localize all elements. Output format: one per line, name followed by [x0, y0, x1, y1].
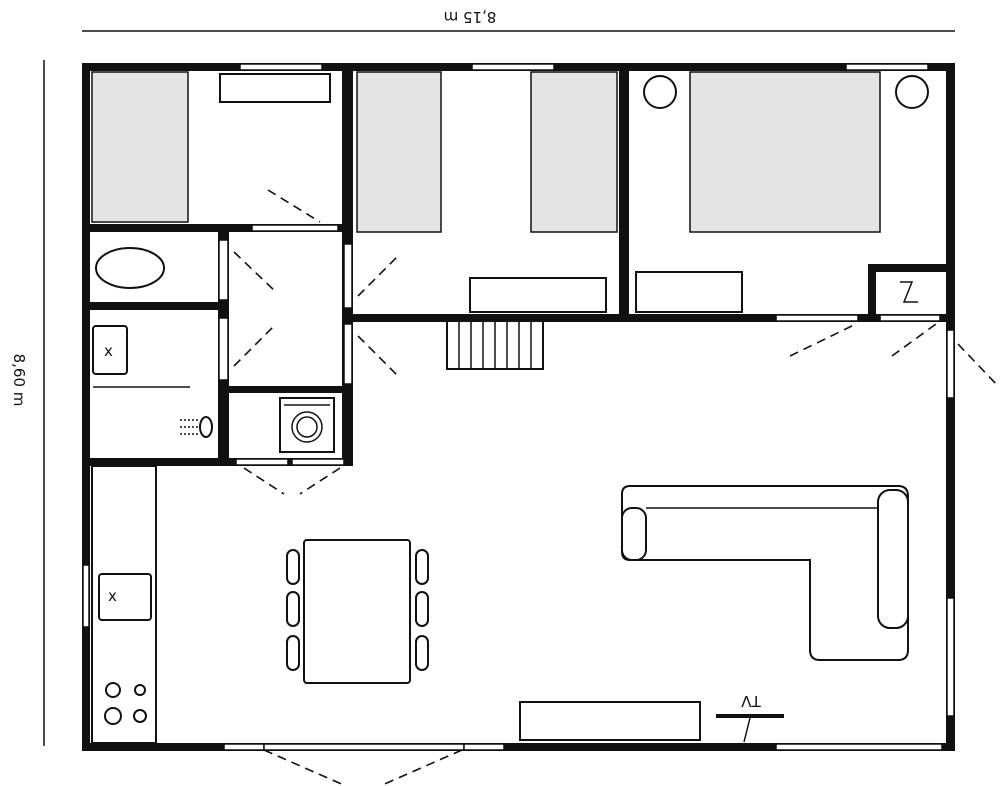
corner-sofa [621, 485, 909, 661]
kitchen-sink [98, 573, 152, 621]
shower-head-icon [199, 416, 213, 438]
dining-chair [415, 635, 429, 671]
nightstand-lamp [643, 75, 677, 109]
wardrobe [219, 73, 331, 103]
height-dimension-label: 8,60 m [10, 354, 28, 407]
bathroom: x [92, 325, 213, 438]
toilet-icon [95, 247, 165, 289]
dining-chair [286, 635, 300, 671]
dining-chair [286, 549, 300, 585]
laundry [279, 397, 335, 453]
electrical-panel [900, 281, 918, 303]
sink-mark: x [104, 342, 113, 360]
single-bed [356, 71, 442, 233]
dining-table [303, 539, 411, 684]
kitchen: x [91, 465, 157, 744]
width-dimension-label: 8,15 m [444, 8, 497, 26]
dining-chair [415, 591, 429, 627]
bedroom-1 [91, 71, 331, 223]
windows [82, 63, 955, 751]
stove-burner-icon [105, 682, 121, 698]
double-bed [689, 71, 881, 233]
stairs [446, 320, 544, 370]
wardrobe [635, 271, 743, 313]
kitchen-sink-mark: x [108, 587, 117, 605]
washing-machine-icon [279, 397, 335, 453]
nightstand-lamp [895, 75, 929, 109]
door-swings [233, 189, 999, 786]
washbasin [92, 325, 128, 375]
wardrobe [469, 277, 607, 313]
single-bed [530, 71, 618, 233]
master-bedroom [635, 71, 929, 313]
stove-burner-icon [104, 707, 122, 725]
tv-area: TV [519, 692, 784, 743]
dining-chair [286, 591, 300, 627]
tv-label: TV [741, 692, 762, 710]
lightning-icon [900, 281, 918, 303]
dining-area [286, 539, 429, 684]
toilet-room [95, 247, 165, 289]
stove-burner-icon [133, 709, 147, 723]
tv-screen [716, 714, 784, 718]
tv-cabinet [519, 701, 701, 741]
single-bed [91, 71, 189, 223]
dining-chair [415, 549, 429, 585]
bedroom-2 [356, 71, 618, 313]
stove-burner-icon [134, 684, 146, 696]
